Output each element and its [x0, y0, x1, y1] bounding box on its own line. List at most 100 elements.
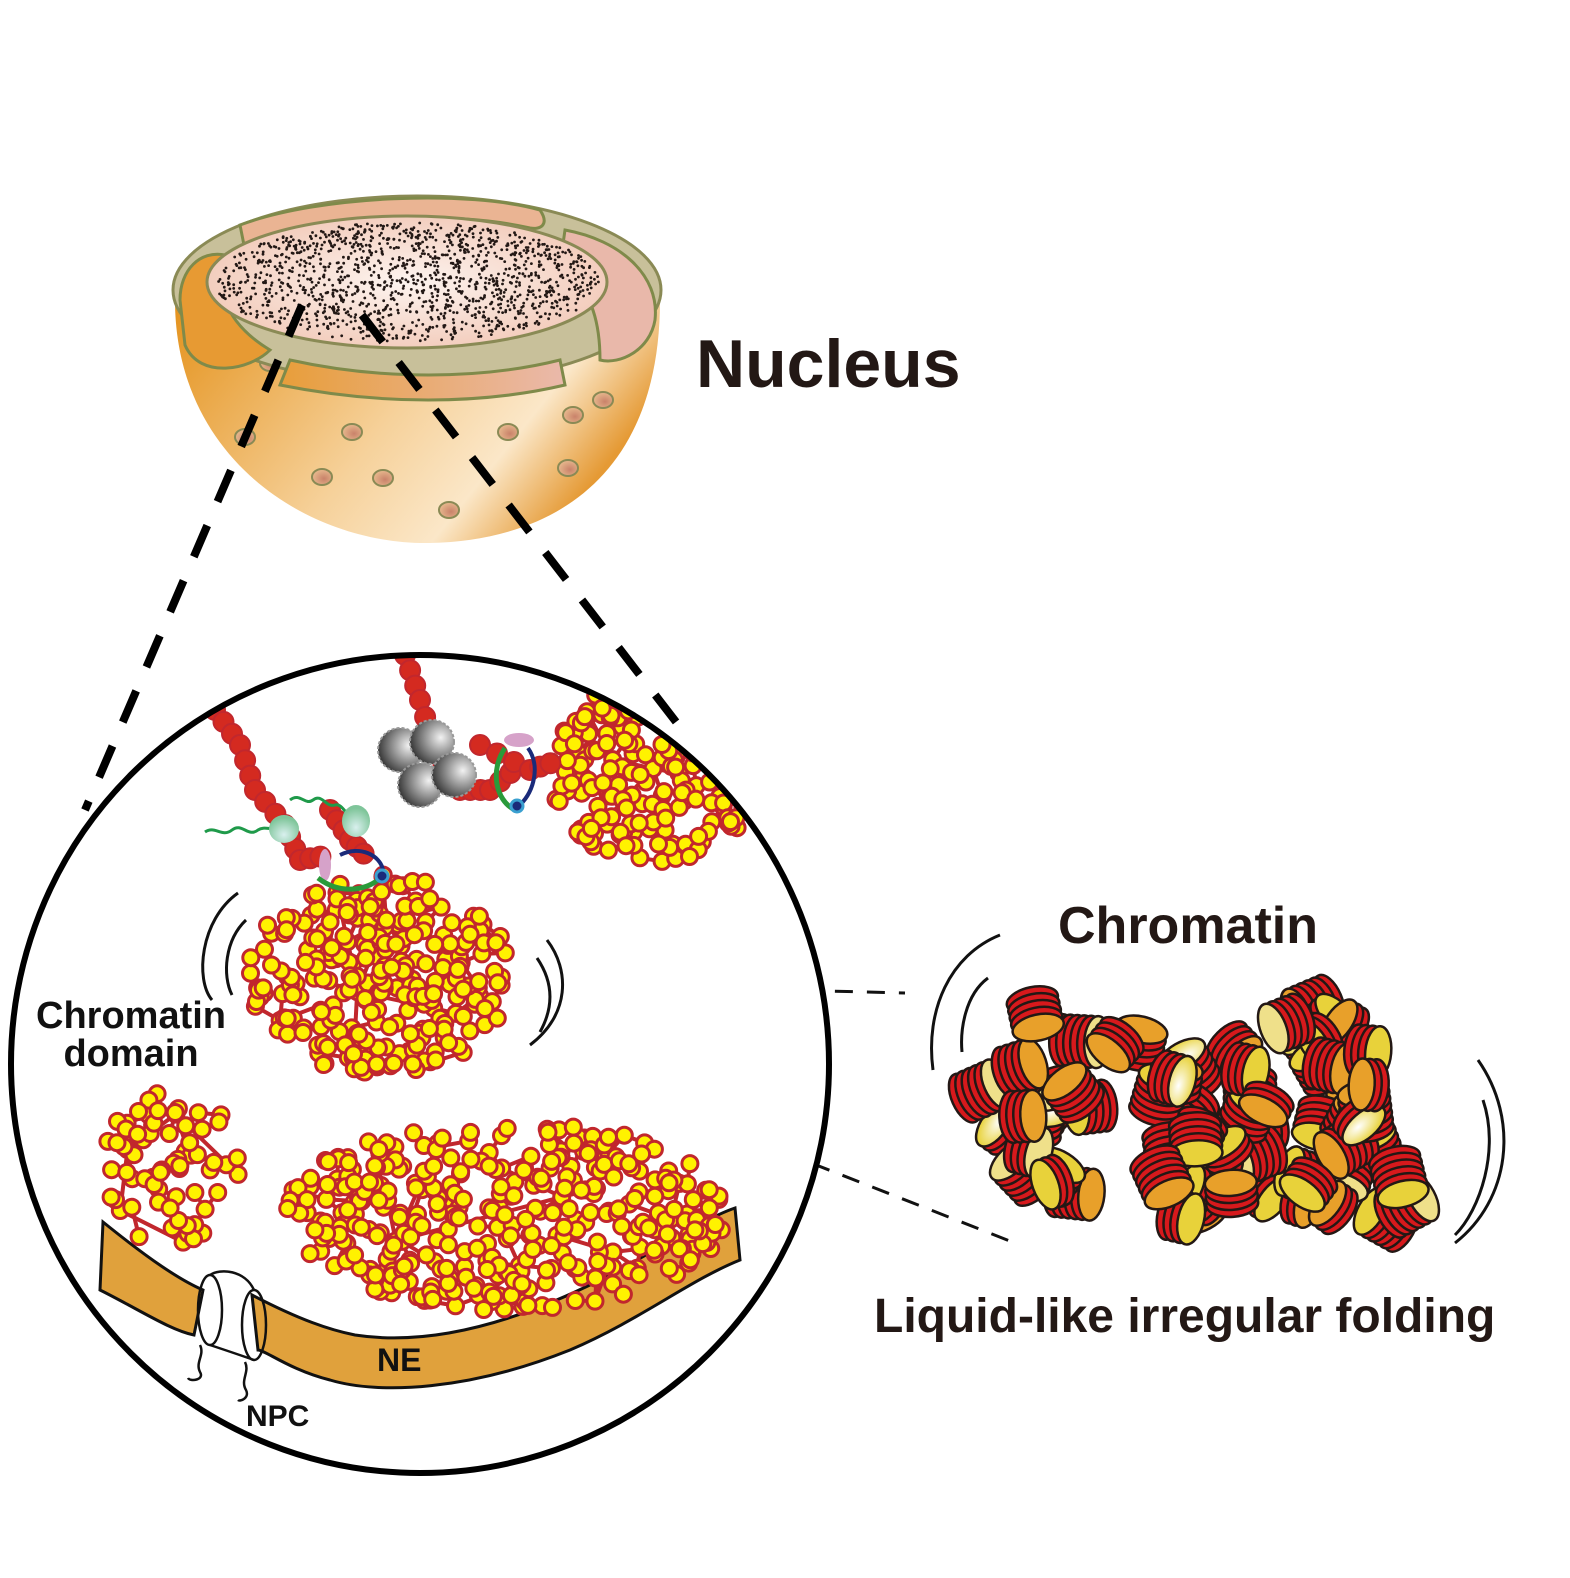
chromatin-speckle [560, 273, 564, 277]
nuclear-pore-complex [186, 1270, 268, 1402]
chromatin-speckle [405, 262, 409, 266]
chromatin-speckle [436, 288, 440, 292]
nucleosome-bead [372, 882, 391, 902]
chromatin-speckle [528, 285, 531, 289]
chromatin-speckle [429, 305, 433, 308]
chromatin-speckle [264, 281, 267, 285]
chromatin-speckle [499, 302, 503, 306]
chromatin-speckle [438, 278, 441, 282]
nucleosome-bead [733, 709, 753, 729]
chromatin-speckle [555, 312, 558, 316]
chromatin-speckle [412, 247, 416, 251]
chromatin-speckle [338, 294, 342, 297]
nucleosome-bead [538, 1122, 558, 1142]
chromatin-speckle [239, 306, 243, 310]
chromatin-speckle [330, 231, 334, 235]
chromatin-speckle [323, 306, 327, 310]
chromatin-speckle [487, 323, 491, 327]
chromatin-speckle [442, 272, 445, 276]
chromatin-speckle [398, 238, 401, 242]
chromatin-speckle [573, 288, 577, 291]
chromatin-speckle [258, 244, 261, 248]
nucleosome-bead [339, 1153, 359, 1173]
linker-dna [737, 789, 750, 802]
fiber-bead [539, 752, 562, 775]
nucleosome-bead [621, 683, 641, 703]
chromatin-speckle [566, 309, 570, 312]
chromatin-speckle [356, 263, 360, 267]
chromatin-speckle [546, 279, 550, 283]
nucleosome-bead [727, 701, 747, 721]
chromatin-speckle [349, 307, 353, 310]
chromatin-speckle [508, 308, 512, 312]
chromatin-speckle [345, 323, 349, 326]
chromatin-speckle [295, 251, 299, 255]
chromatin-speckle [265, 273, 269, 276]
chromatin-speckle [353, 292, 357, 295]
chromatin-speckle [268, 287, 272, 291]
chromatin-speckle [447, 249, 451, 253]
nucleosome-bead [384, 1235, 404, 1255]
nuclear-pore [557, 459, 579, 477]
nucleosome-bead [669, 721, 689, 741]
chromatin-label: Chromatin [1058, 897, 1318, 955]
chromatin-speckle [520, 255, 523, 258]
chromatin-speckle [544, 254, 548, 257]
nucleosome-bead [604, 1167, 624, 1187]
nucleosome-bead [129, 1227, 149, 1247]
chromatin-speckle [479, 244, 483, 248]
chromatin-speckle [346, 274, 349, 278]
chromatin-speckle [516, 295, 520, 298]
nucleosome-bead [129, 1102, 148, 1121]
linker-dna [710, 747, 723, 753]
chromatin-speckle [307, 321, 311, 325]
chromatin-speckle [399, 222, 402, 226]
chromatin-speckle [368, 243, 371, 247]
chromatin-speckle [453, 281, 457, 285]
chromatin-domain-label-line2: domain [63, 1033, 199, 1075]
nucleosome-bead [501, 1226, 520, 1246]
linker-dna [711, 769, 718, 775]
linker-dna [740, 758, 758, 777]
nucleosome-bead [654, 782, 674, 802]
linker-dna [687, 740, 696, 754]
chromatin-speckle [261, 303, 265, 307]
chromatin-speckle [298, 263, 302, 267]
chromatin-speckle [278, 271, 281, 275]
chromatin-speckle [241, 302, 245, 305]
chromatin-speckle [537, 238, 541, 242]
nucleosome-bead [391, 1274, 411, 1294]
linker-dna [699, 707, 712, 717]
chromatin-speckle [341, 227, 345, 231]
chromatin-speckle [486, 251, 490, 254]
chromatin-speckle [280, 307, 283, 311]
nucleosome-bead [728, 759, 748, 779]
chromatin-speckle [306, 327, 310, 331]
chromatin-speckle [523, 274, 527, 278]
chromatin-speckle [518, 252, 522, 256]
nucleosome-bead [318, 1175, 337, 1194]
chromatin-speckle [553, 261, 557, 265]
chromatin-speckle [447, 234, 451, 237]
chromatin-speckle [503, 260, 507, 263]
chromatin-speckle [511, 327, 515, 331]
chromatin-speckle [265, 303, 269, 307]
chromatin-speckle [434, 287, 437, 291]
chromatin-speckle [274, 292, 278, 295]
chromatin-speckle [246, 279, 250, 282]
chromatin-speckle [397, 311, 400, 315]
nucleosome-bead [580, 1202, 600, 1222]
chromatin-speckle [393, 265, 397, 269]
chromatin-speckle [455, 311, 459, 315]
chromatin-speckle [354, 241, 358, 244]
chromatin-speckle [381, 252, 384, 256]
chromatin-speckle [459, 238, 463, 242]
chromatin-speckle [315, 318, 319, 322]
chromatin-speckle [263, 265, 266, 268]
nucleosome-bead [690, 734, 710, 754]
chromatin-speckle [537, 260, 541, 264]
nucleosome-bead [365, 1156, 385, 1176]
chromatin-speckle [482, 314, 485, 318]
chromatin-speckle [487, 317, 490, 321]
chromatin-speckle [391, 257, 395, 261]
